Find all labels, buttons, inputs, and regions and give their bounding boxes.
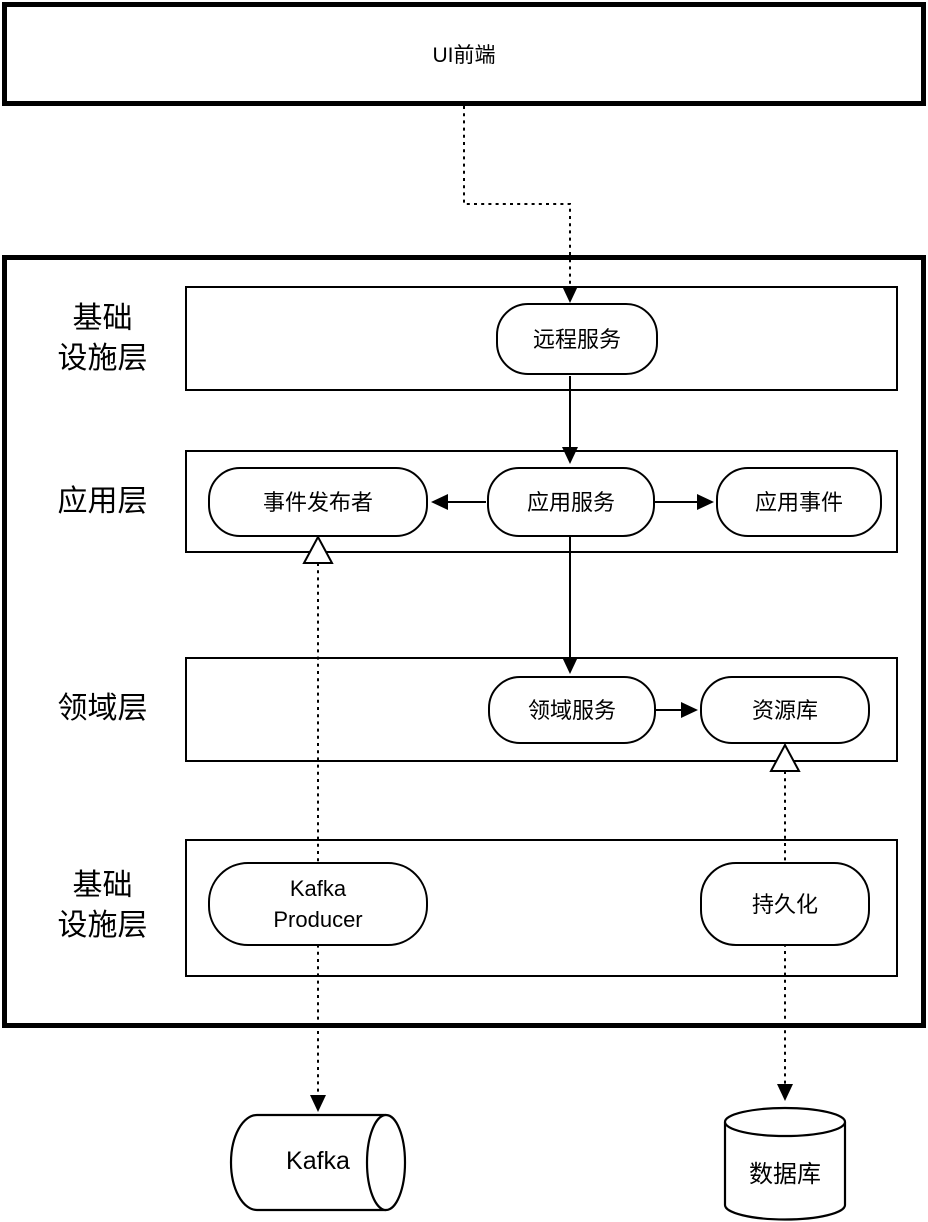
node-application-service: 应用服务 bbox=[487, 467, 655, 537]
node-application-event: 应用事件 bbox=[716, 467, 882, 537]
arrowhead-kafka-store bbox=[310, 1095, 326, 1112]
layer-label-infrastructure-top: 基础 设施层 bbox=[57, 302, 148, 375]
layer-box-infrastructure-bottom: Kafka Producer 持久化 bbox=[185, 839, 898, 977]
kafka-store-label: Kafka bbox=[286, 1147, 350, 1175]
node-domain-service: 领域服务 bbox=[488, 676, 656, 744]
node-persistence: 持久化 bbox=[700, 862, 870, 946]
node-remote-service: 远程服务 bbox=[496, 303, 658, 375]
layer-label-application: 应用层 bbox=[57, 485, 148, 518]
database-cylinder-top bbox=[723, 1106, 847, 1138]
node-kafka-producer: Kafka Producer bbox=[208, 862, 428, 946]
layer-label-domain: 领域层 bbox=[57, 692, 148, 725]
layer-box-infrastructure-top: 远程服务 bbox=[185, 286, 898, 391]
layer-box-application: 事件发布者 应用服务 应用事件 bbox=[185, 450, 898, 553]
ui-frontend-label: UI前端 bbox=[432, 44, 496, 67]
node-repository: 资源库 bbox=[700, 676, 870, 744]
node-event-publisher: 事件发布者 bbox=[208, 467, 428, 537]
ui-frontend-box: UI前端 bbox=[2, 2, 926, 106]
arrowhead-database-store bbox=[777, 1084, 793, 1101]
layer-label-infrastructure-bottom: 基础 设施层 bbox=[57, 869, 148, 942]
layered-architecture-container: 基础 设施层 应用层 领域层 基础 设施层 远程服务 事件发布者 应用服务 bbox=[2, 255, 926, 1028]
layer-box-domain: 领域服务 资源库 bbox=[185, 657, 898, 762]
database-store-label: 数据库 bbox=[749, 1161, 821, 1188]
